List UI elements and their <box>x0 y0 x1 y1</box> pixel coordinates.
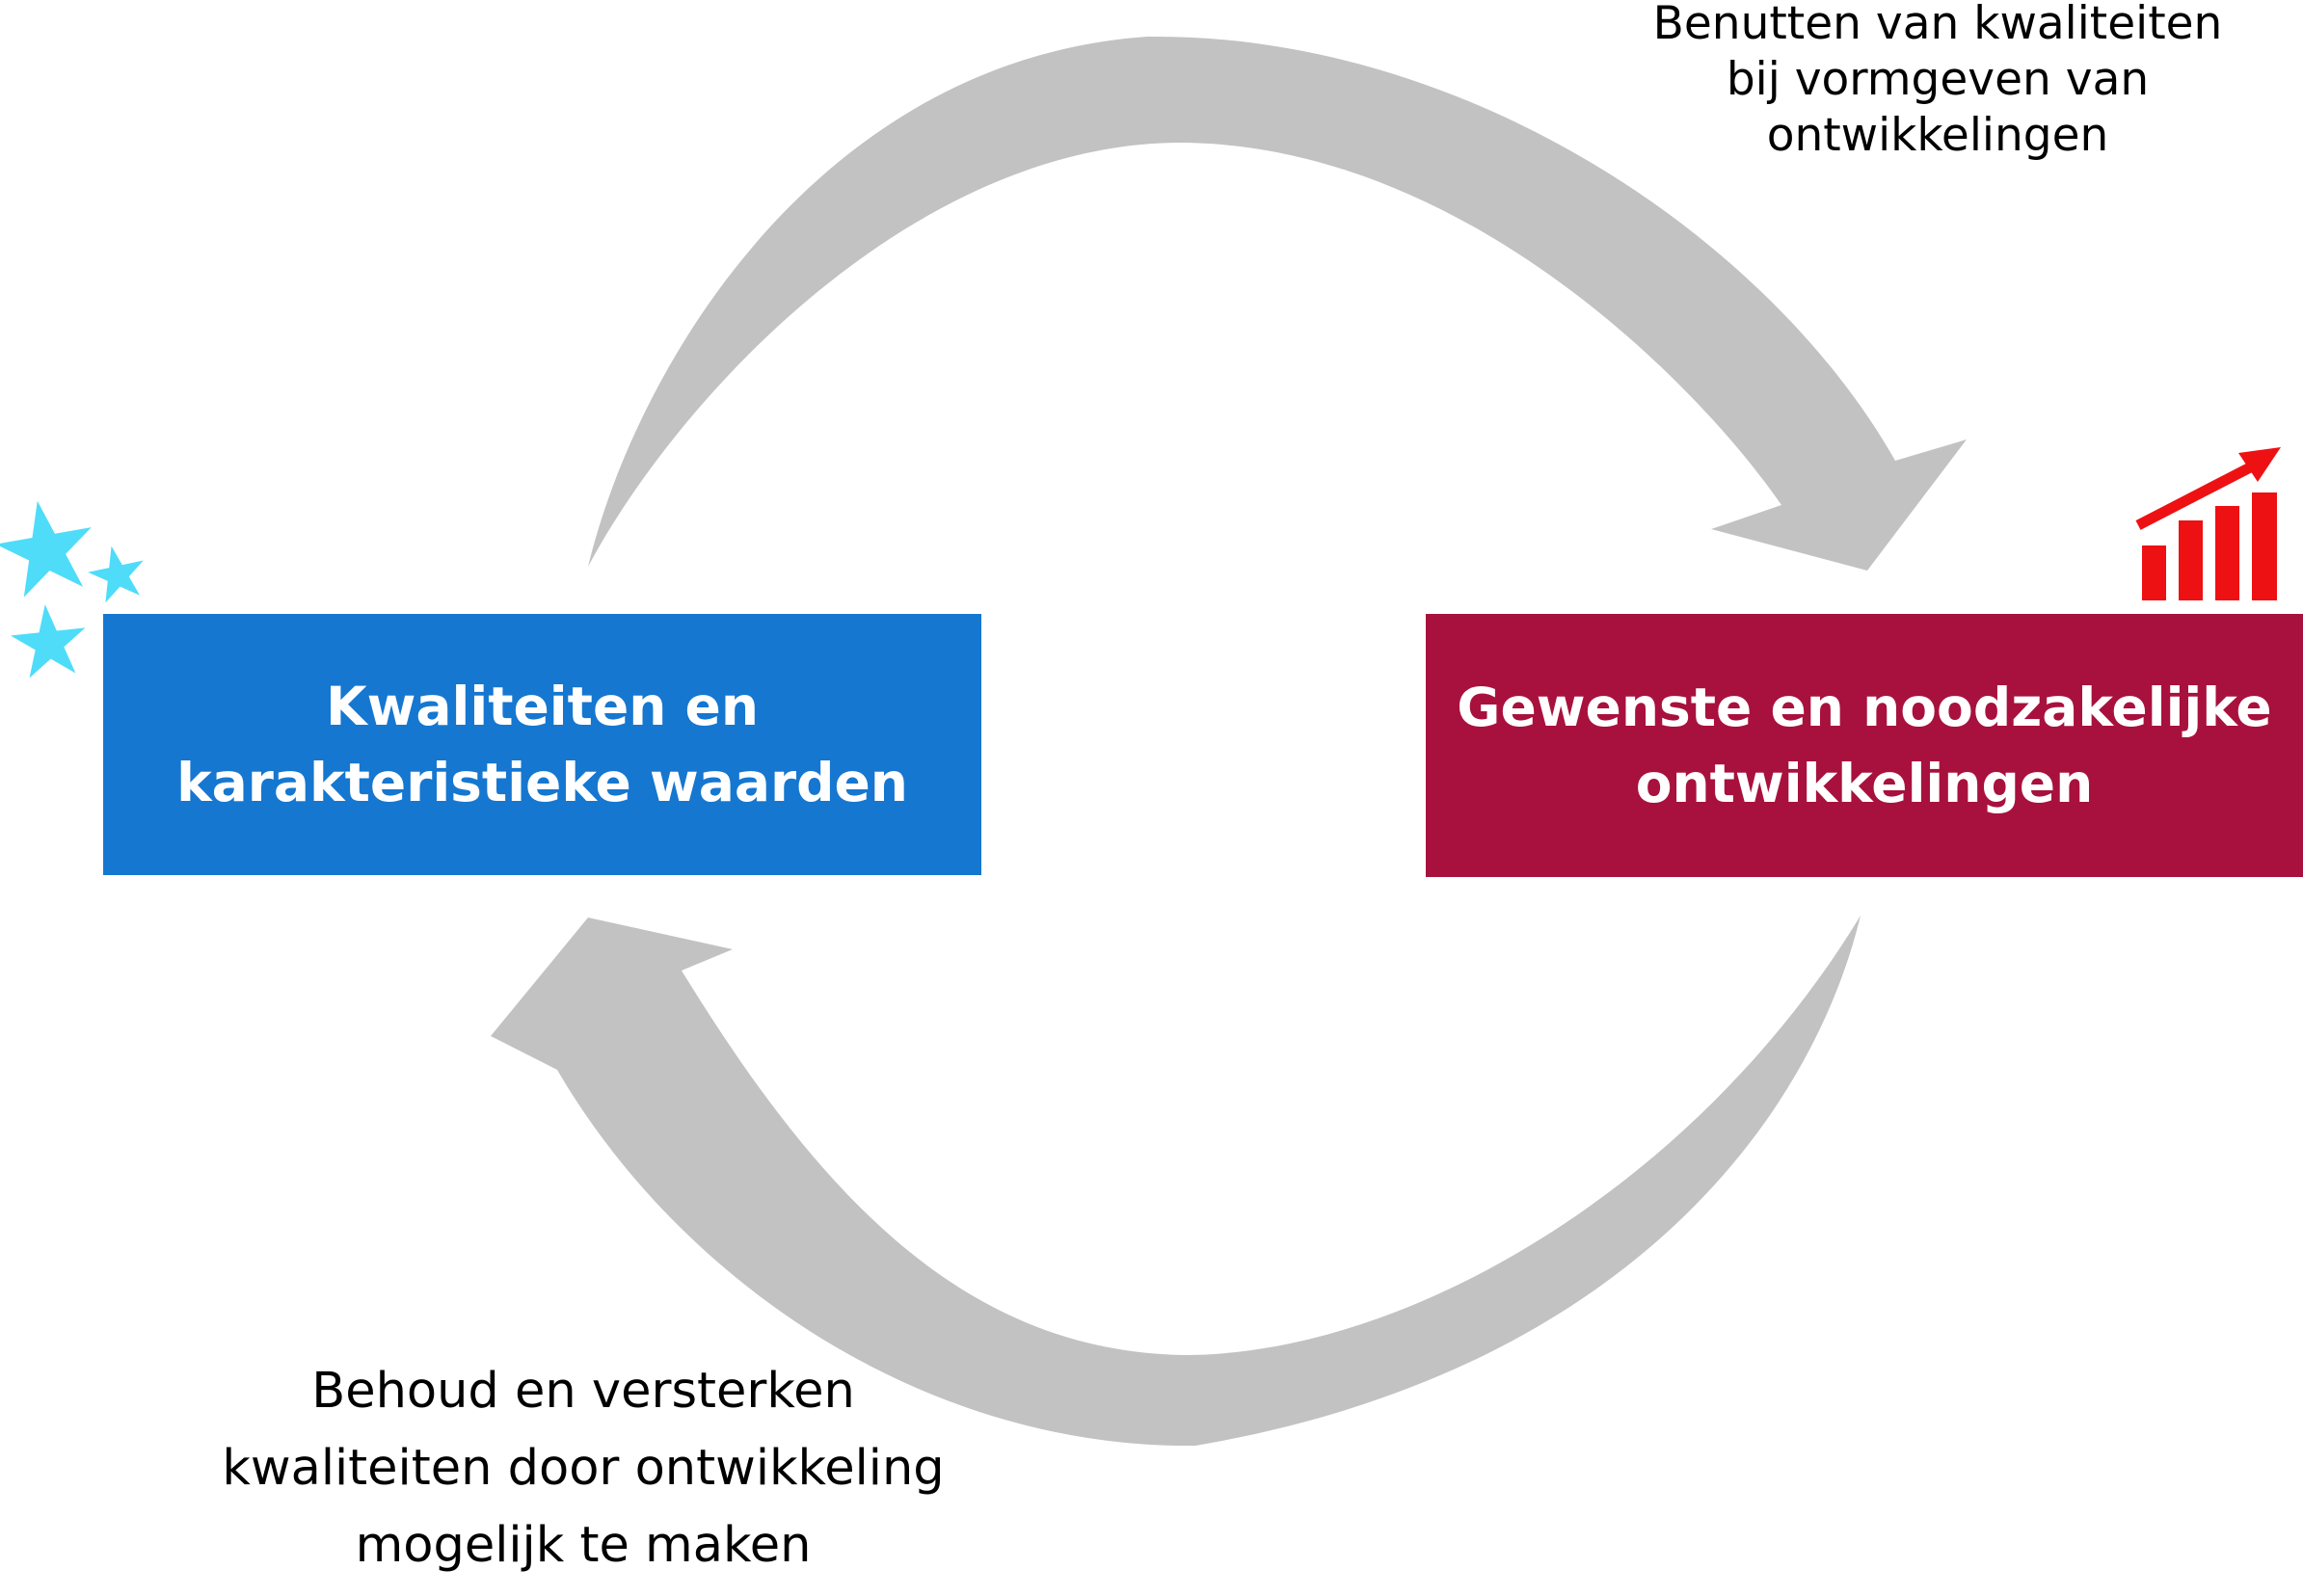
bottom-arc-arrow <box>491 916 1861 1447</box>
star-medium-icon <box>10 604 86 678</box>
chart-bar-1 <box>2142 545 2166 600</box>
top-arc-arrow <box>588 36 1967 571</box>
trend-arrow-head <box>2238 447 2281 482</box>
three-stars-icon <box>0 500 144 678</box>
chart-bar-2 <box>2179 520 2203 600</box>
bottom-arrow-label: Behoud en versterken kwaliteiten door on… <box>222 1363 945 1574</box>
left-box-kwaliteiten: Kwaliteiten en karakteristieke waarden <box>103 614 981 875</box>
chart-bar-3 <box>2215 506 2239 600</box>
right-box-label: Gewenste en noodzakelijke ontwikkelingen <box>1457 676 2272 814</box>
star-small-icon <box>88 545 144 603</box>
chart-bar-4 <box>2252 492 2277 600</box>
top-arrow-label: Benutten van kwaliteiten bij vormgeven v… <box>1652 0 2223 162</box>
left-box-label: Kwaliteiten en karakteristieke waarden <box>176 675 908 813</box>
bar-chart-rising-arrow-icon <box>2135 447 2281 600</box>
right-box-ontwikkelingen: Gewenste en noodzakelijke ontwikkelingen <box>1426 614 2303 877</box>
star-large-icon <box>0 500 92 598</box>
trend-arrow-line <box>2135 461 2257 530</box>
